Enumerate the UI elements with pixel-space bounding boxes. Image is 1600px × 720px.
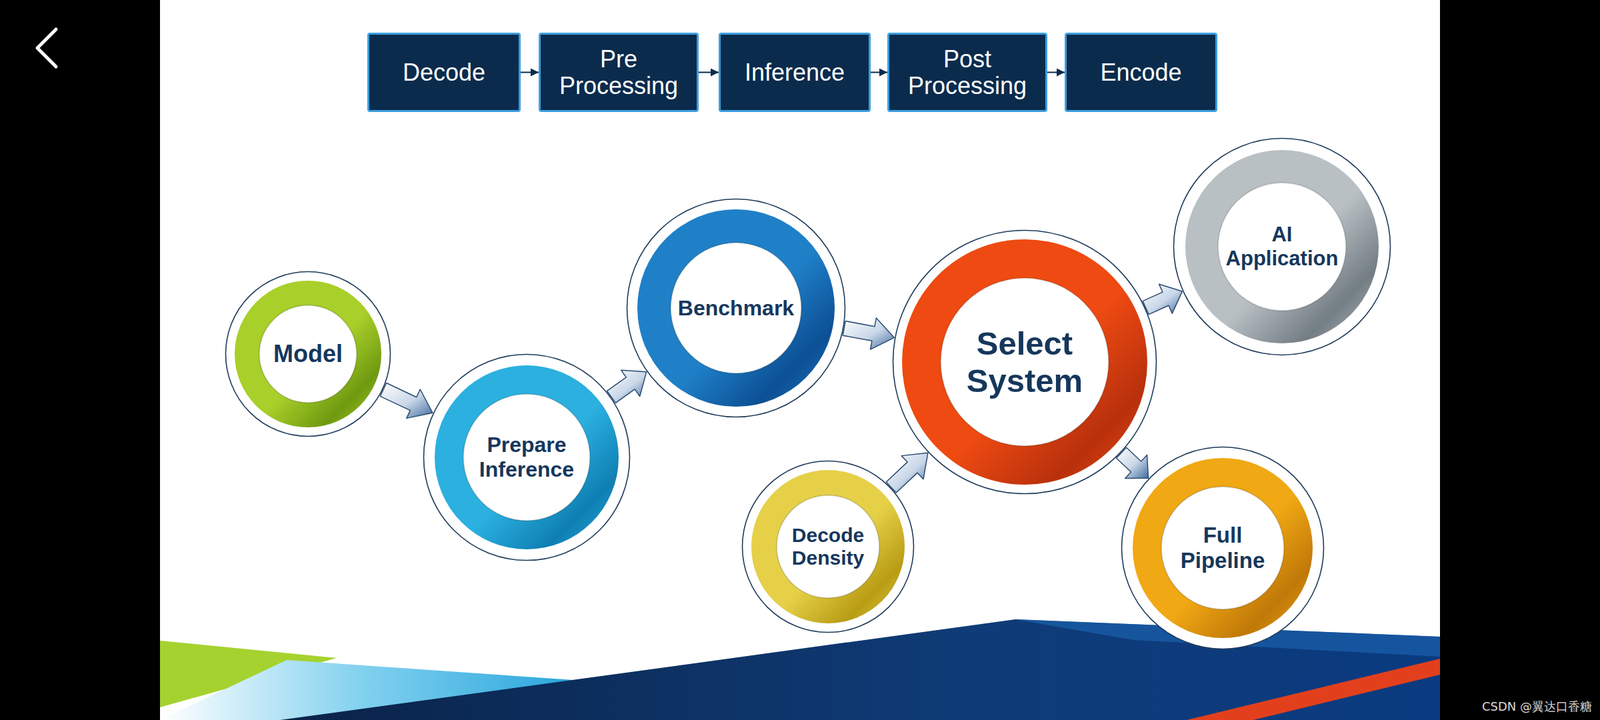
step-circle: Decode Density [741, 460, 915, 634]
flow-arrow [870, 72, 888, 74]
stage-label: Inference [738, 59, 852, 86]
color-ring [637, 209, 835, 407]
circle-outline [741, 460, 915, 634]
circle-outline [626, 198, 846, 418]
step-label: AI Application [1224, 222, 1340, 270]
right-bar [1440, 0, 1600, 720]
stage-box: Decode [367, 32, 521, 112]
block-arrow [842, 318, 894, 350]
stage-box: Post Processing [887, 32, 1048, 112]
step-circle: Model [224, 270, 392, 438]
back-arrow-icon [37, 29, 56, 67]
inner-disc [1161, 486, 1284, 610]
block-arrow [607, 370, 647, 403]
outer-ring [627, 199, 846, 418]
circle-outline [1172, 137, 1392, 356]
stage-label: Encode [1093, 59, 1188, 86]
inner-disc [670, 242, 802, 374]
step-label: Prepare Inference [470, 432, 584, 482]
outer-ring [742, 461, 914, 633]
stage-box: Inference [718, 32, 871, 112]
circle-outline [224, 270, 392, 438]
step-circle: Select System [892, 229, 1158, 495]
outer-ring [226, 272, 391, 437]
color-ring [902, 239, 1148, 485]
step-circle: Prepare Inference [422, 353, 631, 562]
stage-box: Encode [1064, 32, 1218, 112]
color-ring [434, 365, 619, 550]
outer-ring [1174, 138, 1391, 356]
circle-outline [892, 229, 1158, 495]
stage-box: Pre Processing [538, 32, 699, 112]
stage-label: Post Processing [889, 46, 1046, 99]
block-arrow [1116, 447, 1149, 478]
step-label: Decode Density [782, 524, 875, 570]
flow-arrow [1047, 72, 1065, 74]
left-bar [0, 0, 160, 720]
block-arrow [380, 382, 433, 418]
blue-strip [1015, 619, 1440, 657]
navy-band [280, 619, 1440, 720]
color-ring [1132, 458, 1313, 638]
step-circle: Full Pipeline [1120, 446, 1325, 650]
step-label: Select System [949, 324, 1101, 400]
outer-ring [424, 354, 630, 561]
outer-ring [893, 230, 1157, 494]
step-label: Full Pipeline [1167, 522, 1278, 574]
color-ring [751, 470, 905, 624]
inner-disc [776, 495, 880, 598]
step-label: Model [264, 340, 352, 368]
inner-disc [940, 278, 1109, 446]
step-label: Benchmark [677, 296, 795, 321]
stage-label: Decode [396, 59, 492, 86]
step-circle: AI Application [1172, 137, 1392, 356]
outer-ring [1122, 447, 1324, 650]
circle-outline [1120, 446, 1325, 650]
flow-arrow [520, 72, 539, 74]
color-ring [1185, 150, 1379, 344]
inner-disc [1218, 182, 1346, 311]
circle-outline [422, 353, 631, 562]
block-arrow [886, 452, 928, 493]
watermark-text: CSDN @翼达口香糖 [1482, 698, 1592, 715]
inner-disc [259, 305, 357, 403]
color-ring [234, 280, 382, 428]
flow-arrow [698, 72, 719, 74]
red-stripe [1186, 658, 1440, 720]
stage-label: Pre Processing [540, 46, 697, 99]
step-circle: Benchmark [626, 198, 846, 418]
inner-disc [463, 394, 590, 521]
block-arrow [1142, 284, 1182, 314]
